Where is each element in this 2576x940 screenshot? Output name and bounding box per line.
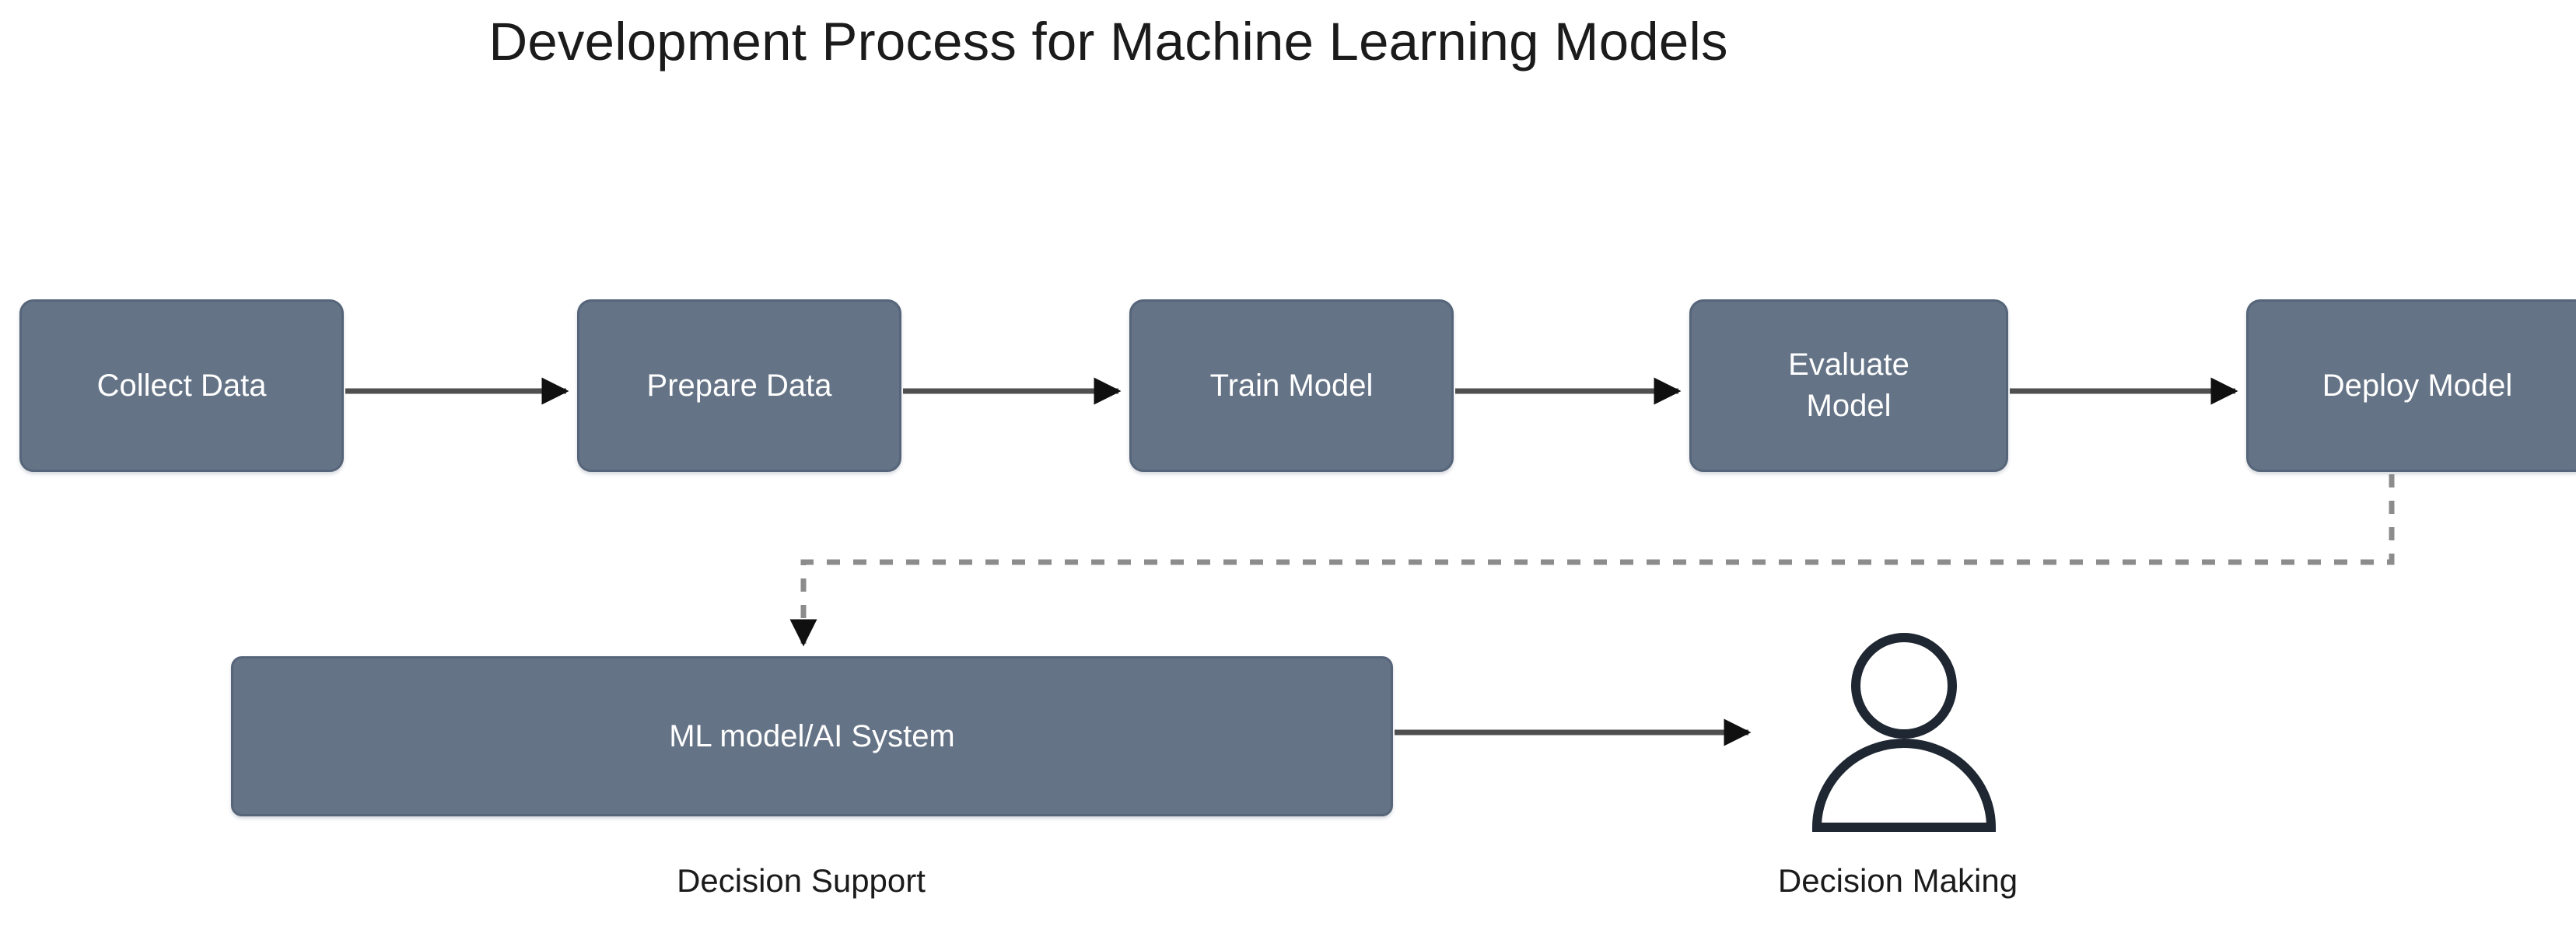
person-head-icon xyxy=(1851,633,1957,739)
person-icon xyxy=(1811,633,1997,832)
node-evaluate-model-label: Evaluate Model xyxy=(1788,348,1909,423)
caption-decision-support: Decision Support xyxy=(677,862,926,899)
person-body-icon xyxy=(1811,739,1997,832)
node-train-model-label: Train Model xyxy=(1209,368,1374,403)
node-deploy-model-label: Deploy Model xyxy=(2322,368,2513,403)
connector-deploy-to-ml-system xyxy=(789,474,2395,647)
node-ml-system-label: ML model/AI System xyxy=(669,718,955,753)
node-ml-system[interactable]: ML model/AI System xyxy=(231,656,1393,816)
node-train-model[interactable]: Train Model xyxy=(1129,299,1454,472)
node-collect-data[interactable]: Collect Data xyxy=(19,299,344,472)
node-evaluate-model[interactable]: Evaluate Model xyxy=(1689,299,2008,472)
page-title: Development Process for Machine Learning… xyxy=(488,12,1728,72)
node-collect-data-label: Collect Data xyxy=(96,368,267,403)
node-deploy-model[interactable]: Deploy Model xyxy=(2246,299,2576,472)
node-prepare-data[interactable]: Prepare Data xyxy=(577,299,901,472)
caption-decision-making: Decision Making xyxy=(1777,862,2018,899)
node-prepare-data-label: Prepare Data xyxy=(646,368,832,403)
